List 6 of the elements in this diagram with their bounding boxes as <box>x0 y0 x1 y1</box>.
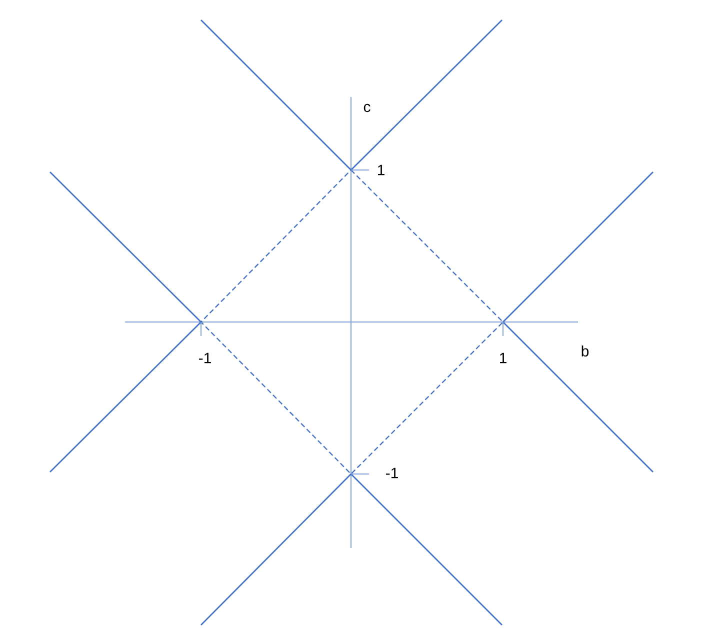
tick-label: -1 <box>386 468 398 478</box>
tick-label: -1 <box>199 352 211 364</box>
axis-label: b <box>582 346 589 356</box>
tick-label: 1 <box>378 164 384 176</box>
axis-label: c <box>364 104 370 112</box>
tick-label: 1 <box>500 352 506 364</box>
